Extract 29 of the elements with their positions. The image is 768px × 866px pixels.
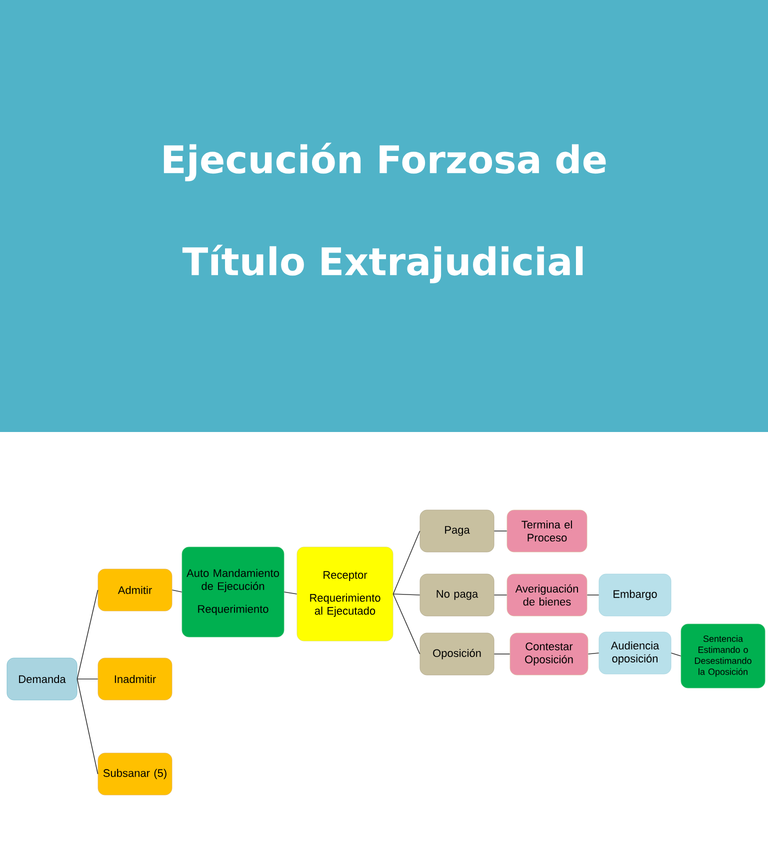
process-box: Audiencia oposición (598, 632, 672, 674)
process-box: Termina el Proceso (506, 510, 588, 552)
connector-line (76, 678, 98, 680)
process-box: Demanda (6, 658, 78, 700)
process-box: Auto Mandamiento de Ejecución Requerimiento (182, 546, 284, 638)
process-box: Contestar Oposición (510, 632, 588, 676)
process-box: Oposición (420, 632, 494, 676)
connector-line (76, 678, 98, 774)
connector-line (392, 530, 420, 594)
process-box: Receptor Requerimiento al Ejecutado (296, 546, 394, 642)
connector-line (588, 652, 600, 654)
connector-line (392, 594, 420, 654)
title: Ejecución Forzosa de Título Extrajudicial (164, 142, 606, 284)
connector-line (392, 594, 420, 596)
connector-line (586, 594, 600, 596)
process-box: Subsanar (5) (98, 752, 172, 796)
process-box: No paga (420, 574, 494, 616)
connector-line (494, 594, 508, 596)
process-box: Averiguación de bienes (506, 574, 588, 616)
connector-line (494, 530, 508, 532)
process-box: Paga (420, 510, 494, 552)
connector-line (284, 592, 298, 594)
connector-line (76, 590, 98, 680)
connector-line (670, 652, 682, 656)
process-box: Admitir (98, 568, 172, 612)
connector-line (172, 590, 182, 592)
process-box: Embargo (598, 574, 672, 616)
process-box: Sentencia Estimando o Desestimando la Oposición (680, 624, 766, 688)
process-box: Inadmitir (98, 658, 172, 700)
